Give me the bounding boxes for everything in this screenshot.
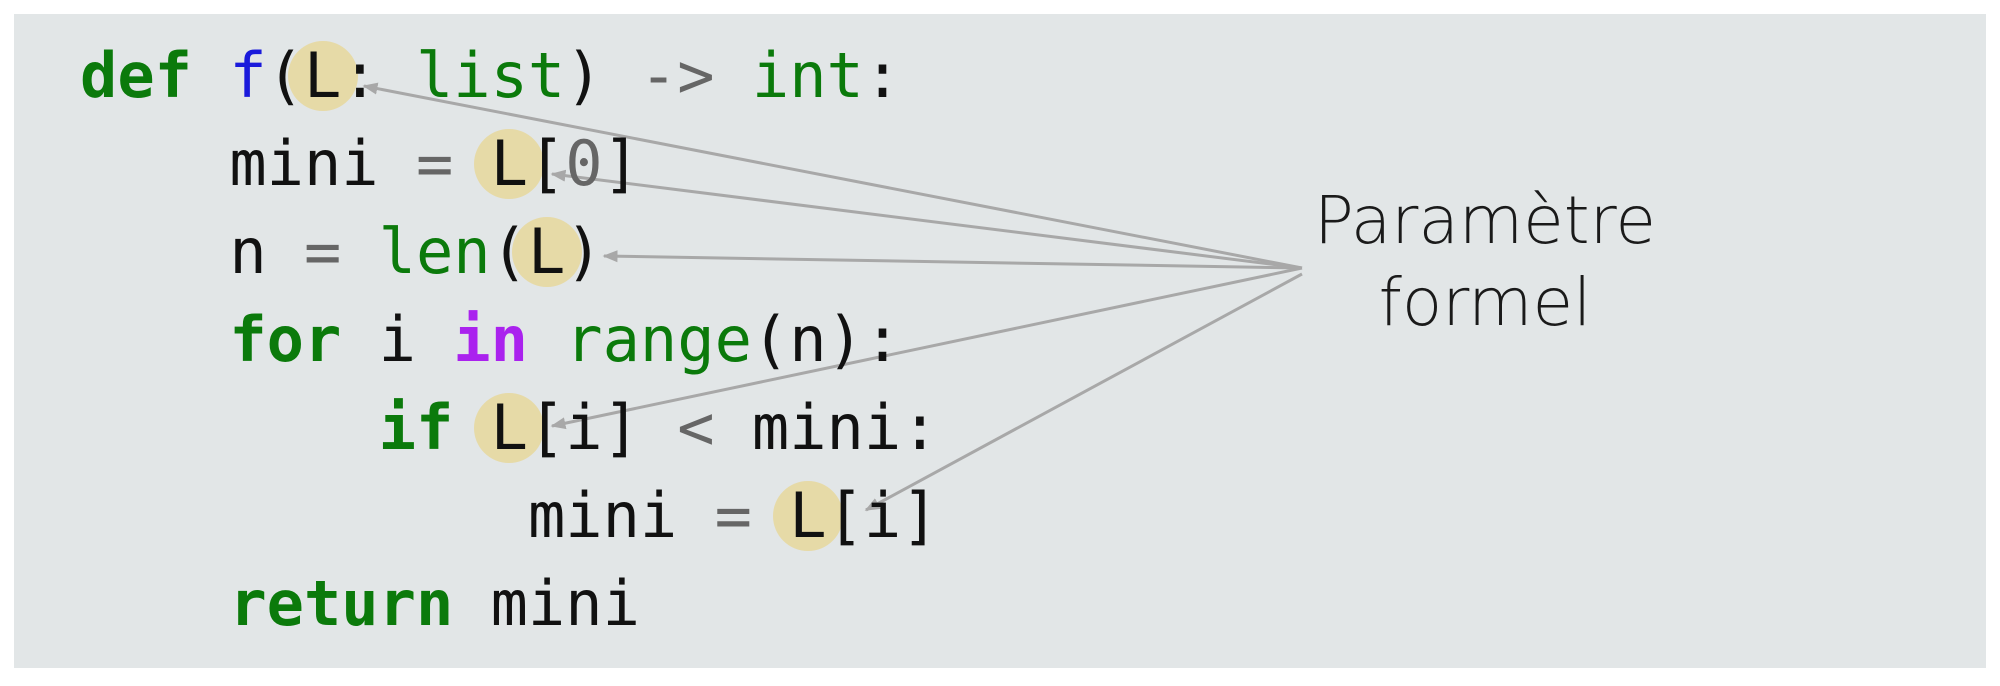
index-zero: 0	[565, 127, 603, 200]
assign: =	[266, 215, 379, 288]
paren-close: )	[565, 215, 603, 288]
code-line-2: mini = L[0]	[80, 124, 640, 204]
index-i: [i]	[826, 479, 939, 552]
var-n: n	[229, 215, 267, 288]
param-highlight-4: L	[490, 391, 528, 464]
less-than: <	[639, 391, 752, 464]
param-highlight-5: L	[789, 479, 827, 552]
var-i: i	[341, 303, 454, 376]
bracket-close: ]	[602, 127, 640, 200]
param-highlight-2: L	[490, 127, 528, 200]
assign: =	[677, 479, 790, 552]
code-line-1: def f(L: list) -> int:	[80, 36, 901, 116]
indent	[80, 215, 229, 288]
assign: =	[378, 127, 491, 200]
space	[528, 303, 565, 376]
var-mini: mini	[229, 127, 379, 200]
colon: :	[341, 39, 416, 112]
code-line-5: if L[i] < mini:	[80, 388, 939, 468]
return-value: mini	[453, 567, 640, 640]
param-highlight-1: L	[303, 39, 342, 112]
indent	[80, 479, 528, 552]
indent	[80, 303, 229, 376]
paren-open: (	[266, 39, 304, 112]
indent	[80, 391, 379, 464]
builtin-range: range	[565, 303, 752, 376]
code-line-3: n = len(L)	[80, 212, 603, 292]
keyword-for: for	[229, 303, 342, 376]
keyword-if: if	[378, 391, 454, 464]
var-mini: mini	[527, 479, 678, 552]
indent	[80, 127, 229, 200]
index-i: [i]	[527, 391, 640, 464]
bracket-open: [	[527, 127, 566, 200]
space	[453, 391, 490, 464]
paren-open: (	[490, 215, 528, 288]
return-arrow: ->	[602, 39, 752, 112]
type-list: list	[415, 39, 566, 112]
paren-close: )	[565, 39, 603, 112]
annotation-line-1: Paramètre	[1314, 182, 1656, 259]
code-line-4: for i in range(n):	[80, 300, 901, 380]
var-mini-colon: mini:	[751, 391, 939, 464]
code-line-6: mini = L[i]	[80, 476, 939, 556]
annotation-line-2: formel	[1378, 264, 1592, 341]
type-int: int	[751, 39, 864, 112]
range-args: (n):	[751, 303, 902, 376]
indent	[80, 567, 229, 640]
function-name: f	[229, 39, 267, 112]
builtin-len: len	[378, 215, 491, 288]
code-line-7: return mini	[80, 564, 640, 644]
param-highlight-3: L	[527, 215, 566, 288]
keyword-return: return	[229, 567, 454, 640]
keyword-def: def	[80, 39, 192, 112]
annotation-label: Paramètre formel	[1305, 180, 1665, 344]
keyword-in: in	[453, 303, 528, 376]
line-end: :	[863, 39, 902, 112]
